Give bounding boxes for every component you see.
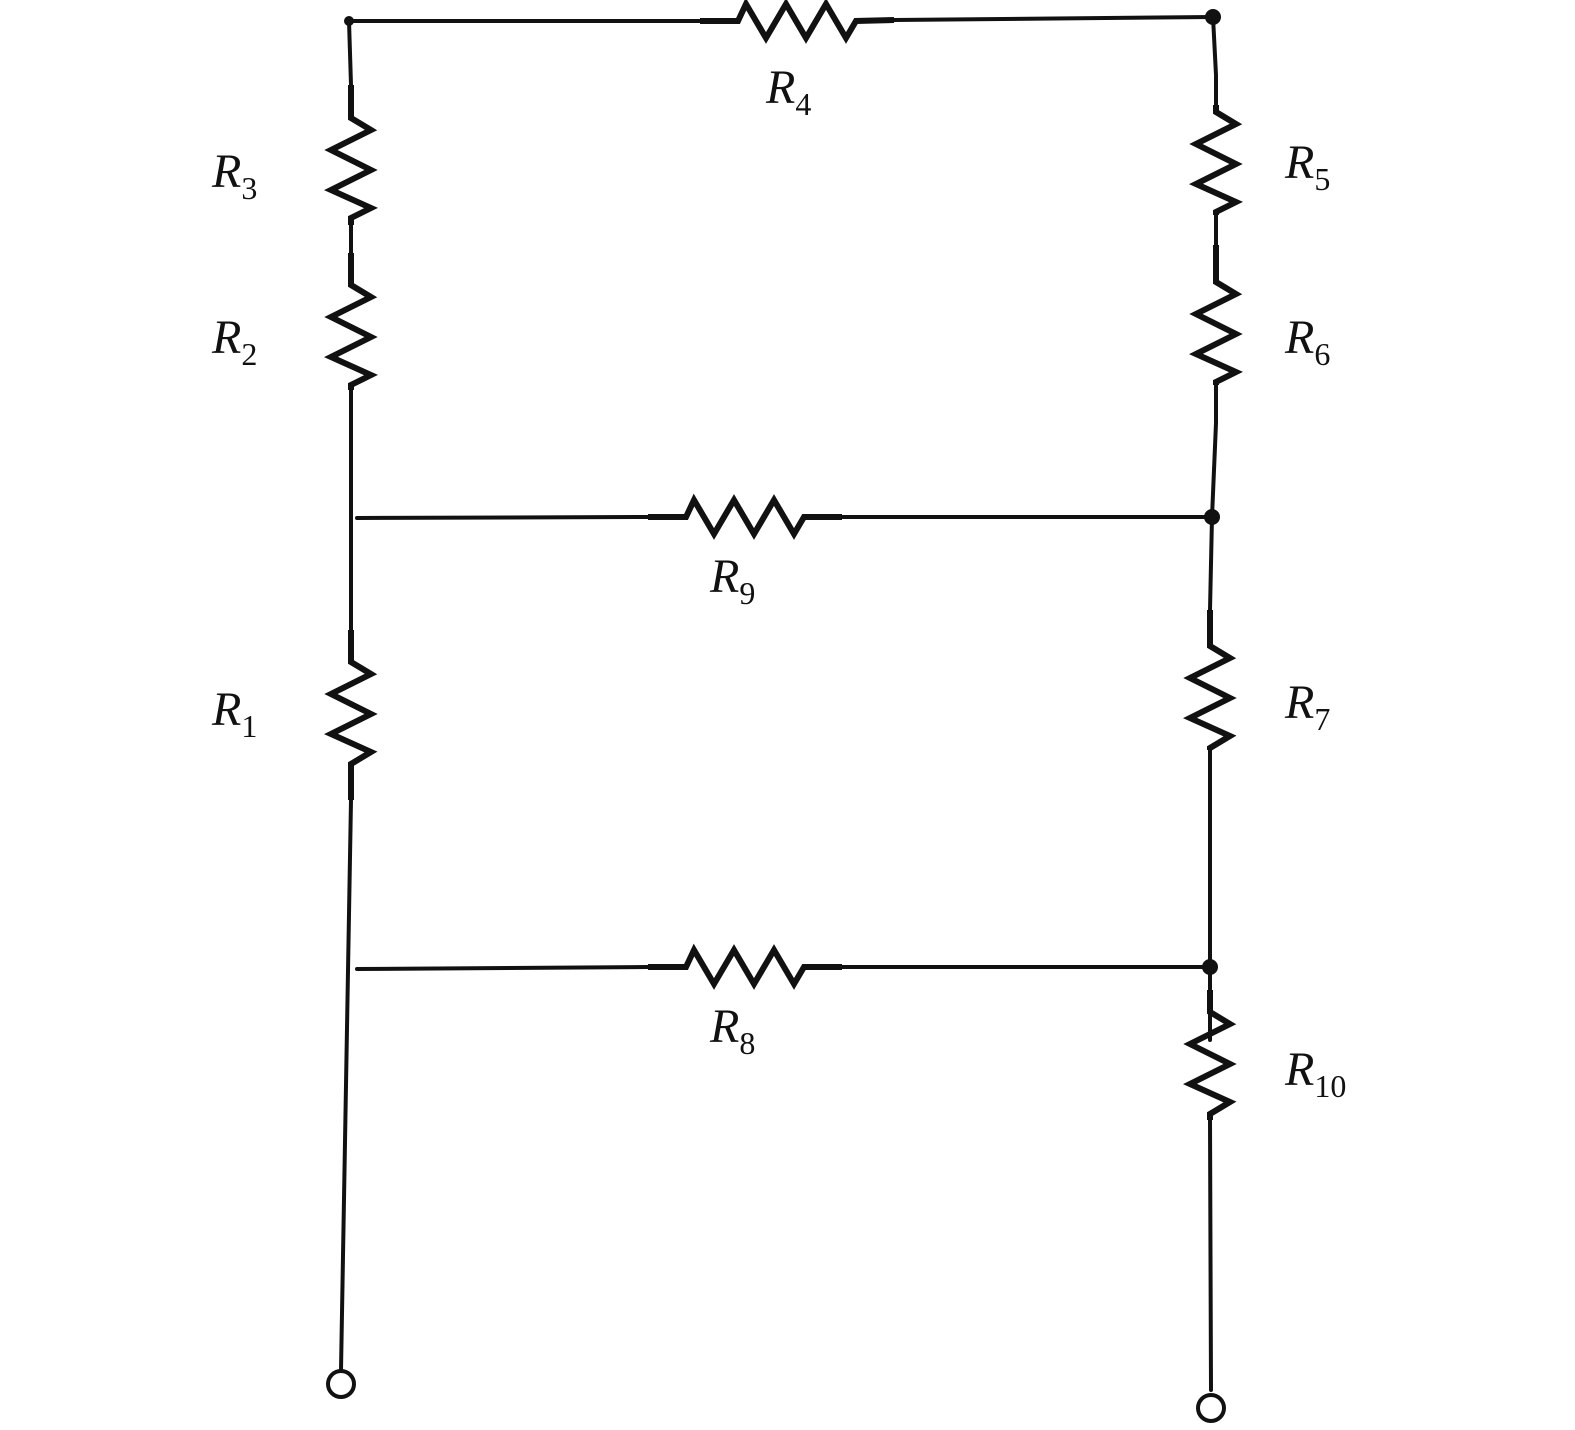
label-r2: R2: [211, 311, 257, 372]
resistor-r10-symbol: [1183, 990, 1237, 1120]
resistor-r4-symbol: [700, 0, 895, 44]
resistor-r9-symbol: [648, 493, 842, 540]
label-r3: R3: [211, 145, 257, 206]
label-r6: R6: [1284, 311, 1330, 372]
wire-right-column: [1208, 15, 1218, 1392]
label-r10: R10: [1284, 1043, 1346, 1104]
resistor-r2-symbol: [324, 253, 378, 390]
junction-top-right: [1205, 9, 1221, 25]
label-r7: R7: [1284, 676, 1330, 737]
resistor-r6-symbol: [1189, 245, 1243, 385]
label-r9: R9: [709, 550, 755, 611]
terminal-left: [326, 1369, 356, 1399]
resistor-r7-symbol: [1183, 610, 1237, 751]
junction-lower-right: [1202, 959, 1218, 975]
resistor-r5-symbol: [1189, 105, 1243, 215]
wires: [339, 15, 1218, 1392]
junction-top-left: [344, 16, 354, 26]
label-r1: R1: [211, 683, 257, 744]
wire-lower: [355, 965, 1212, 971]
wire-top: [347, 15, 1215, 23]
label-r4: R4: [765, 61, 811, 122]
label-r8: R8: [709, 1000, 755, 1061]
terminal-right: [1196, 1393, 1226, 1423]
junction-middle-right: [1204, 509, 1220, 525]
wire-middle: [355, 515, 1214, 520]
resistor-r1-symbol: [324, 630, 378, 800]
resistor-r8-symbol: [648, 943, 842, 990]
resistor-r3-symbol: [324, 85, 378, 225]
wire-left-column: [339, 19, 353, 1372]
label-r5: R5: [1284, 136, 1330, 197]
